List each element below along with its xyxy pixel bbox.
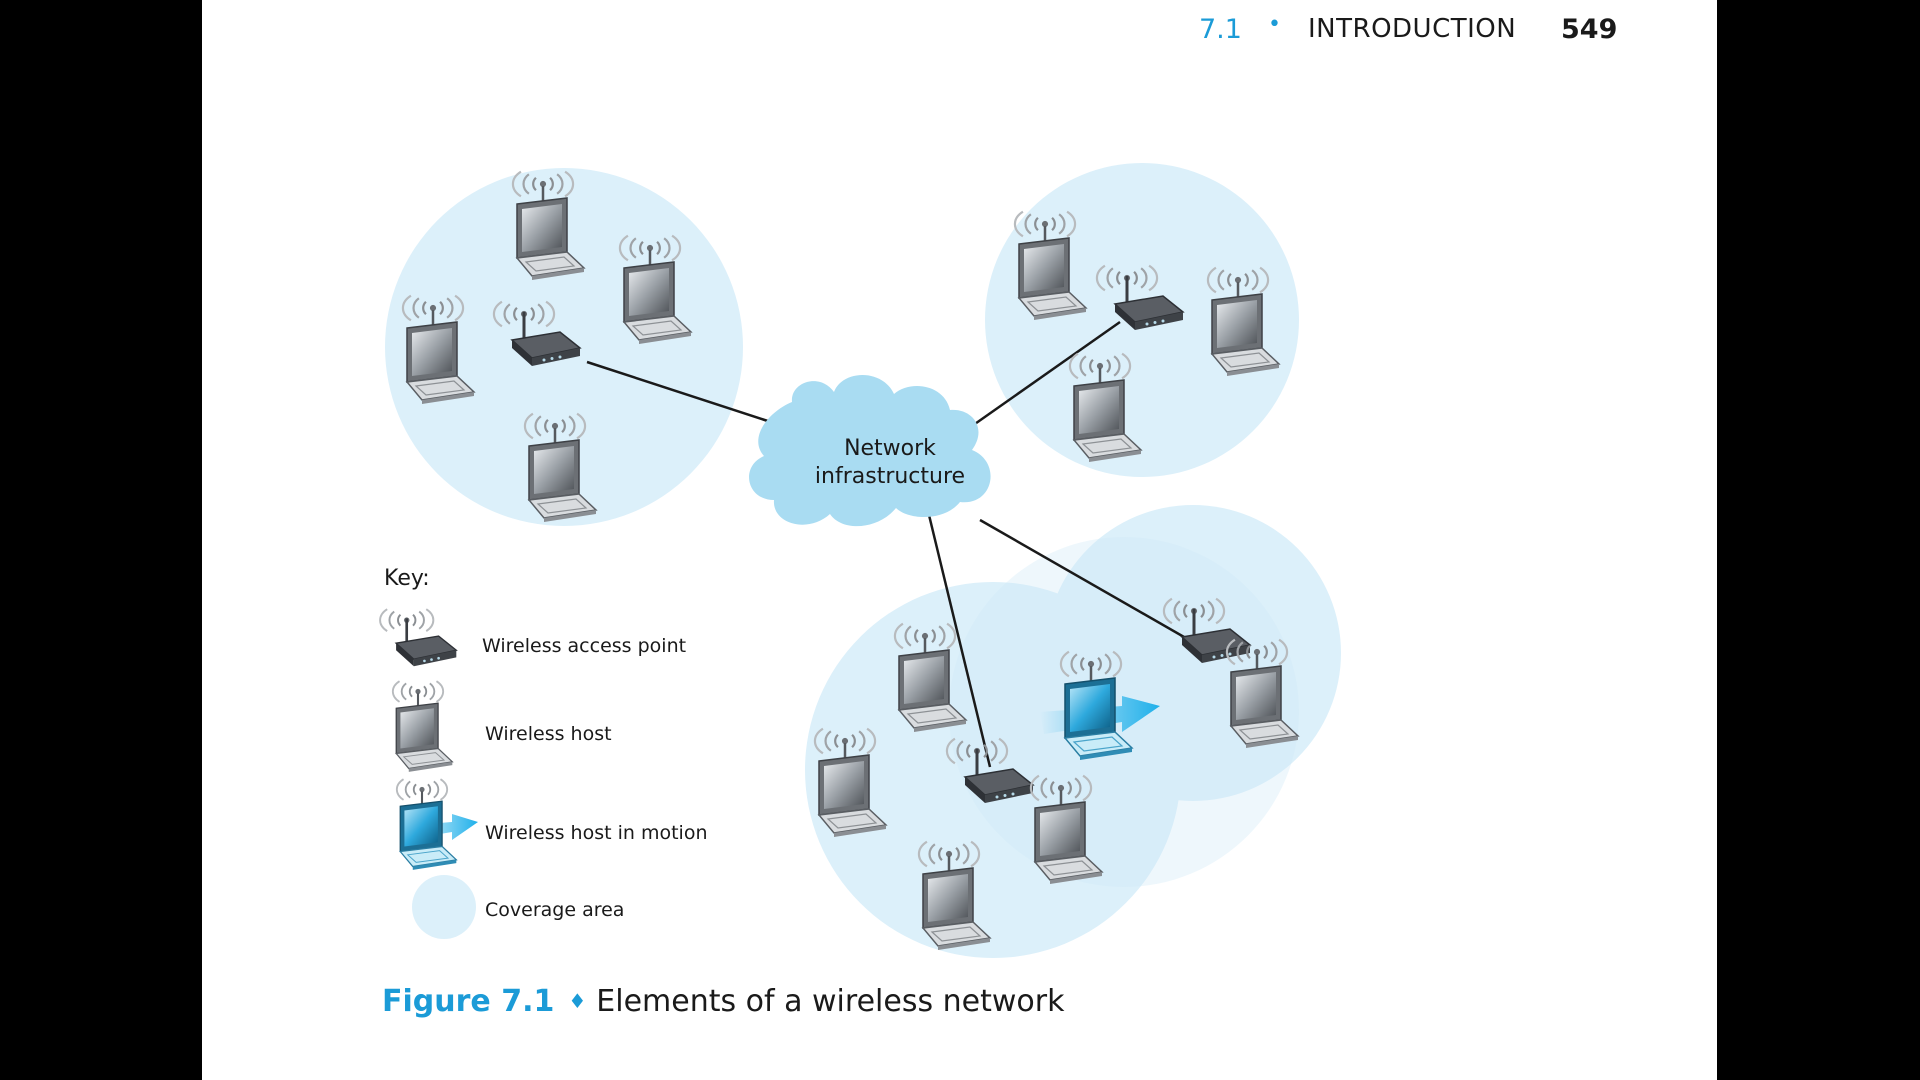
key-label-host-in-motion: Wireless host in motion bbox=[485, 822, 707, 844]
key-label-wireless-host: Wireless host bbox=[485, 723, 612, 745]
page-number: 549 bbox=[1561, 14, 1618, 45]
link-bottom bbox=[927, 514, 992, 768]
header-bullet: • bbox=[1268, 12, 1281, 37]
access-point-icon bbox=[380, 609, 456, 666]
figure-caption: Figure 7.1 ♦ Elements of a wireless networ… bbox=[382, 984, 1064, 1019]
key-label-access-point: Wireless access point bbox=[482, 635, 686, 657]
book-page: 7.1 • INTRODUCTION 549 bbox=[202, 0, 1717, 1080]
link-bottom-right bbox=[979, 518, 1185, 639]
coverage-area-icon bbox=[412, 875, 476, 939]
section-title: INTRODUCTION bbox=[1308, 14, 1517, 44]
key-title: Key: bbox=[384, 566, 430, 591]
link-left bbox=[586, 360, 781, 427]
figure-title: Elements of a wireless network bbox=[596, 984, 1065, 1019]
network-infrastructure-cloud bbox=[749, 375, 991, 527]
running-head: 7.1 • INTRODUCTION 549 bbox=[202, 12, 1717, 54]
figure-label: Figure 7.1 bbox=[382, 984, 555, 1019]
wireless-network-diagram: Network infrastructure Key: Wireless acc… bbox=[202, 163, 1341, 958]
cloud-label-line1: Network bbox=[844, 436, 936, 461]
cloud-label-line2: infrastructure bbox=[815, 464, 965, 489]
caption-separator-icon: ♦ bbox=[568, 989, 587, 1013]
key-label-coverage-area: Coverage area bbox=[485, 899, 624, 921]
link-right bbox=[971, 320, 1121, 428]
section-number: 7.1 bbox=[1199, 14, 1242, 45]
laptop-icon bbox=[393, 681, 452, 772]
